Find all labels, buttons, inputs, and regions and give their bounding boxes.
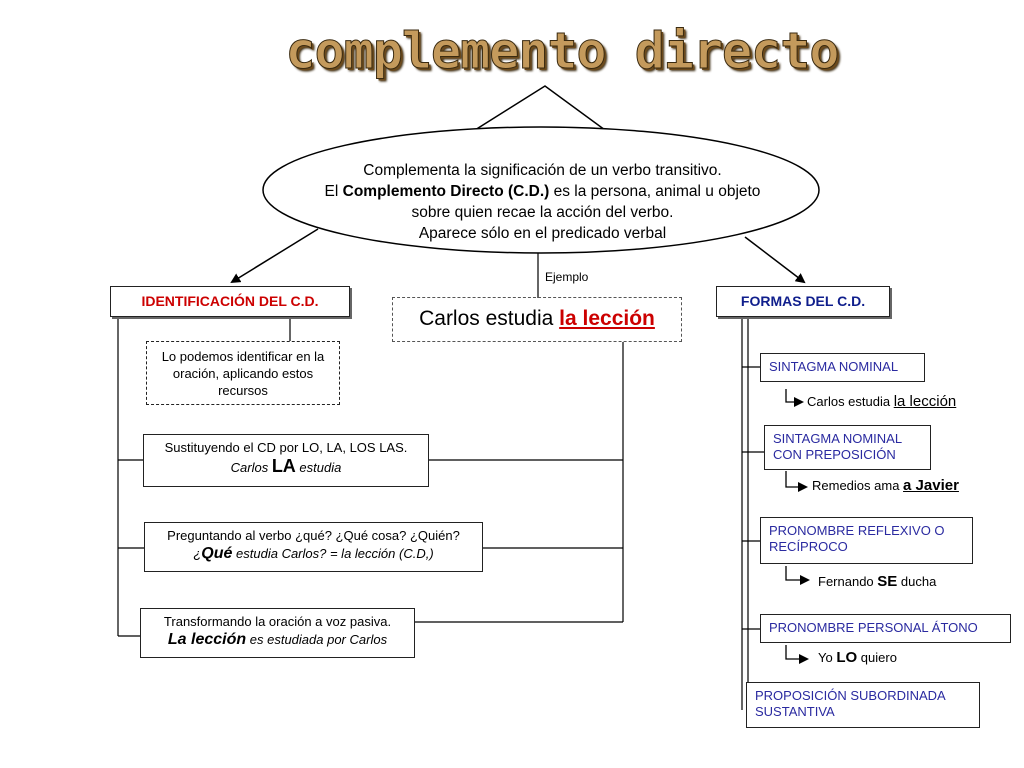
peak-line: [474, 85, 606, 131]
form-example-4: Yo LO quiero: [818, 649, 897, 666]
example-label: Ejemplo: [545, 270, 589, 284]
definition-line3: sobre quien recae la acción del verbo.: [411, 204, 674, 221]
example-sentence-box: Carlos estudia la lección: [392, 297, 682, 342]
definition-ellipse: [262, 126, 820, 254]
method-question: Preguntando al verbo ¿qué? ¿Qué cosa? ¿Q…: [144, 522, 483, 572]
definition-line4: Aparece sólo en el predicado verbal: [418, 225, 667, 242]
definition-line1: Complementa la significación de un verbo…: [363, 162, 722, 179]
form-example-3: Fernando SE ducha: [818, 573, 937, 590]
form-sintagma-nominal: SINTAGMA NOMINAL: [760, 353, 925, 382]
page-title: complemento directo: [285, 22, 840, 81]
form-proposicion-subordinada: PROPOSICIÓN SUBORDINADA SUSTANTIVA: [746, 682, 980, 728]
form-pronombre-reflexivo: PRONOMBRE REFLEXIVO O RECÍPROCO: [760, 517, 973, 564]
form-example-2: Remedios ama a Javier: [812, 477, 959, 494]
example-highlight: la lección: [559, 307, 655, 330]
arrow-to-identification: [230, 228, 319, 284]
definition-line2: El Complemento Directo (C.D.) es la pers…: [324, 183, 761, 200]
definition-text: Complementa la significación de un verbo…: [290, 160, 795, 244]
arrow-to-forms: [744, 236, 806, 284]
method-substitution: Sustituyendo el CD por LO, LA, LOS LAS. …: [143, 434, 429, 487]
form-example-1: Carlos estudia la lección: [807, 393, 957, 410]
form-pronombre-atono: PRONOMBRE PERSONAL ÁTONO: [760, 614, 1011, 643]
forms-header: FORMAS DEL C.D.: [716, 286, 890, 317]
method-passive: Transformando la oración a voz pasiva. L…: [140, 608, 415, 658]
identification-intro: Lo podemos identificar en la oración, ap…: [146, 341, 340, 405]
identification-header: IDENTIFICACIÓN DEL C.D.: [110, 286, 350, 317]
form-sintagma-preposicion: SINTAGMA NOMINAL CON PREPOSICIÓN: [764, 425, 931, 470]
